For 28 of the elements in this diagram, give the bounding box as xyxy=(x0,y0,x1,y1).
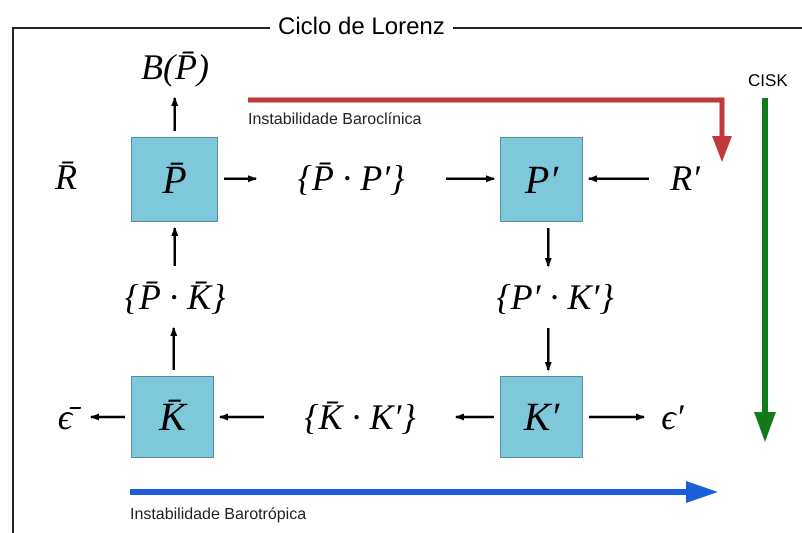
arrow xyxy=(589,414,645,420)
math-symbol: R̄ xyxy=(55,156,77,199)
arrow xyxy=(544,228,552,267)
math-term: {P̄ · P′} xyxy=(262,153,440,203)
math-term: ϵ′ xyxy=(650,392,695,442)
arrow xyxy=(544,328,552,371)
arrow xyxy=(170,327,178,370)
energy-box: P′ xyxy=(500,137,583,222)
arrow xyxy=(224,175,257,182)
math-term: {P̄ · K̄} xyxy=(90,272,260,322)
energy-box: K̄ xyxy=(131,376,214,458)
math-term: B(P̄) xyxy=(115,42,235,92)
arrow xyxy=(171,227,178,266)
arrow-label: CISK xyxy=(748,70,788,92)
arrow xyxy=(446,175,495,182)
arrow xyxy=(219,414,264,420)
energy-box: P̄ xyxy=(131,137,218,222)
arrow xyxy=(90,414,125,420)
arrow xyxy=(588,175,649,182)
energy-box: K′ xyxy=(500,376,583,458)
arrow xyxy=(171,97,178,131)
math-term: R′ xyxy=(655,153,715,203)
math-term: {P′ · K′} xyxy=(462,272,648,322)
math-term: {K̄ · K′} xyxy=(270,392,450,442)
arrow xyxy=(455,414,494,420)
arrow-label: Instabilidade Baroclínica xyxy=(248,110,422,130)
arrow-label: Instabilidade Barotrópica xyxy=(130,505,306,525)
math-term: ϵ̄ xyxy=(45,392,85,442)
